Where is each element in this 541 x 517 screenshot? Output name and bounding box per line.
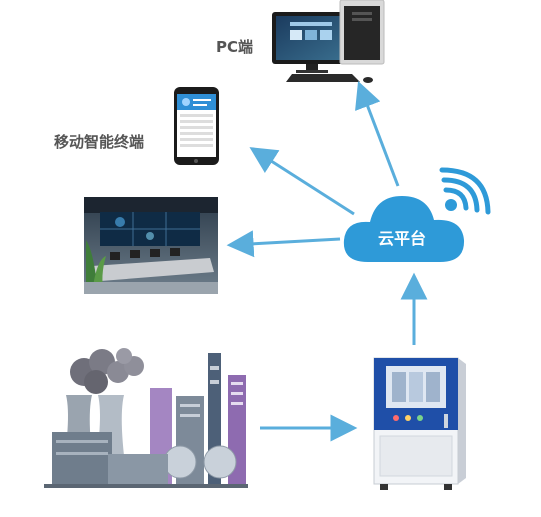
arrow-cloud-to-pc [355,80,400,187]
flow-arrows [226,80,428,442]
desktop-computer-icon [272,0,385,83]
monitoring-cabinet-icon [373,357,466,490]
mobile-terminal-label: 移动智能终端 [54,133,145,151]
pc-label: PC端 [216,38,254,56]
cloud-label: 云平台 [378,229,426,248]
factory-icon [44,348,248,488]
cloud-icon [343,196,465,262]
control-room-image [84,197,218,294]
arrow-cloud-to-mobile [249,147,355,216]
wifi-signal-icon [439,167,491,215]
smartphone-icon [174,87,219,165]
arrow-cloud-to-control-room [226,230,341,258]
